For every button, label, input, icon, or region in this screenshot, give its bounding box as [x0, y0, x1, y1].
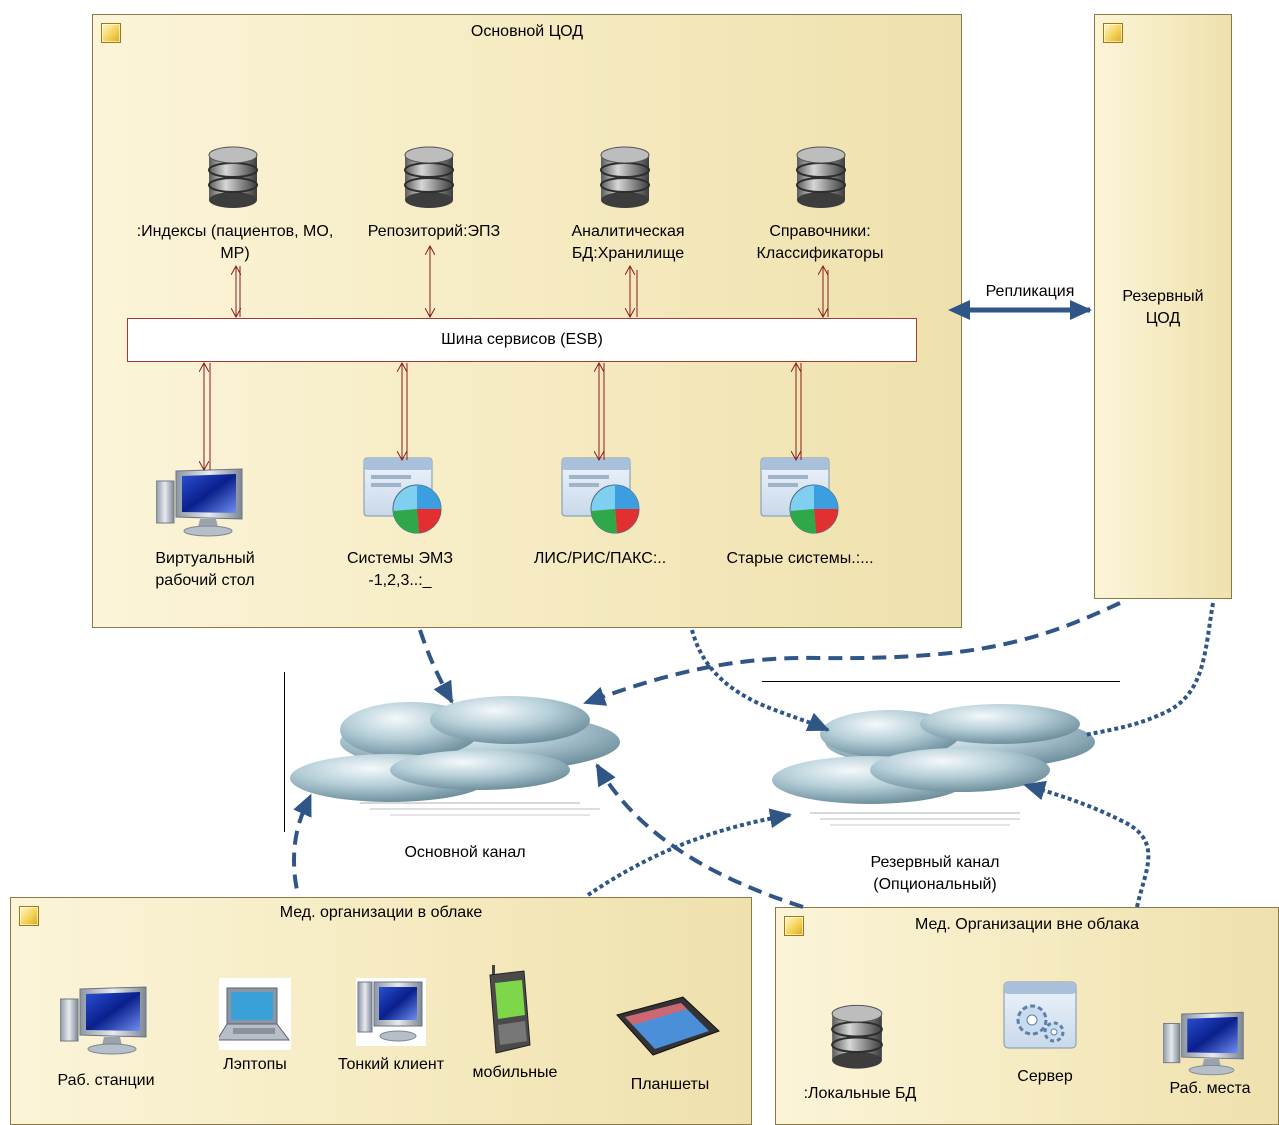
divider-line-vertical [284, 672, 285, 832]
main-datacenter-title: Основной ЦОД [470, 23, 584, 40]
mobile-phone-icon[interactable] [484, 965, 534, 1062]
workstation-icon[interactable] [155, 467, 246, 544]
main-channel-label: Основной канал [404, 844, 526, 861]
system-label-lis-ris-paks: ЛИС/РИС/ПАКС:.. [533, 550, 667, 567]
laptop-icon[interactable] [216, 978, 291, 1055]
database-icon[interactable] [828, 1003, 886, 1076]
conn-reserve-dc-to-reserve-cloud [1084, 602, 1215, 737]
workstation-icon[interactable] [59, 985, 150, 1062]
device-label-workplaces: Раб. места [1169, 1080, 1251, 1097]
cloud-orgs-title: Мед. организации в облаке [279, 904, 483, 921]
frame-badge-icon [784, 916, 804, 936]
device-label-workstations: Раб. станции [57, 1072, 155, 1089]
thin-client-icon[interactable] [356, 978, 426, 1051]
device-label-thin-client: Тонкий клиент [337, 1056, 445, 1073]
conn-offcloud-to-main-cloud [595, 763, 804, 909]
application-chart-icon[interactable] [363, 457, 445, 542]
device-label-local-db: :Локальные БД [803, 1085, 917, 1102]
database-icon[interactable] [205, 145, 261, 215]
db-label-analytics: Аналитическая БД:Хранилище [571, 223, 685, 262]
service-bus[interactable]: Шина сервисов (ESB) [127, 318, 917, 362]
system-label-emz: Системы ЭМЗ -1,2,3..:_ [347, 550, 453, 589]
server-app-icon[interactable] [1002, 980, 1080, 1057]
frame-badge-icon [1103, 23, 1123, 43]
offcloud-orgs-title: Мед. Организации вне облака [914, 916, 1139, 933]
conn-cloud-orgs-to-reserve-cloud [586, 808, 792, 897]
database-icon[interactable] [793, 145, 849, 215]
cloud-reserve-channel-icon [770, 700, 1100, 845]
conn-reserve-dc-to-main-cloud [583, 601, 1121, 706]
database-icon[interactable] [597, 145, 653, 215]
frame-badge-icon [19, 906, 39, 926]
application-chart-icon[interactable] [760, 457, 842, 542]
frame-badge-icon [101, 23, 121, 43]
workstation-icon[interactable] [1162, 1010, 1247, 1083]
tablet-icon[interactable] [613, 995, 723, 1064]
conn-offcloud-to-reserve-cloud [1023, 780, 1151, 908]
system-label-legacy: Старые системы.:... [726, 550, 874, 567]
database-icon[interactable] [401, 145, 457, 215]
divider-line-horizontal [762, 681, 1120, 682]
conn-main-dc-to-reserve-cloud [690, 629, 830, 732]
db-label-dictionaries: Справочники: Классификаторы [756, 223, 884, 262]
device-label-laptops: Лэптопы [223, 1056, 287, 1073]
reserve-datacenter-title: Резервный ЦОД [1122, 288, 1204, 327]
device-label-server: Сервер [1017, 1068, 1073, 1085]
device-label-mobile: мобильные [472, 1064, 558, 1081]
system-label-virtual-desktop: Виртуальный рабочий стол [155, 550, 255, 589]
cloud-main-channel-icon [290, 690, 630, 843]
db-label-repository: Репозиторий:ЭПЗ [367, 223, 501, 240]
device-label-tablets: Планшеты [630, 1076, 710, 1093]
conn-main-dc-to-main-cloud [418, 629, 454, 704]
db-label-indexes: :Индексы (пациентов, МО, МР) [136, 223, 334, 262]
reserve-channel-label: Резервный канал (Опциональный) [870, 854, 1000, 893]
replication-label: Репликация [985, 283, 1075, 300]
reserve-datacenter-frame [1094, 14, 1232, 599]
conn-main-cloud-to-cloud-orgs [292, 793, 312, 896]
